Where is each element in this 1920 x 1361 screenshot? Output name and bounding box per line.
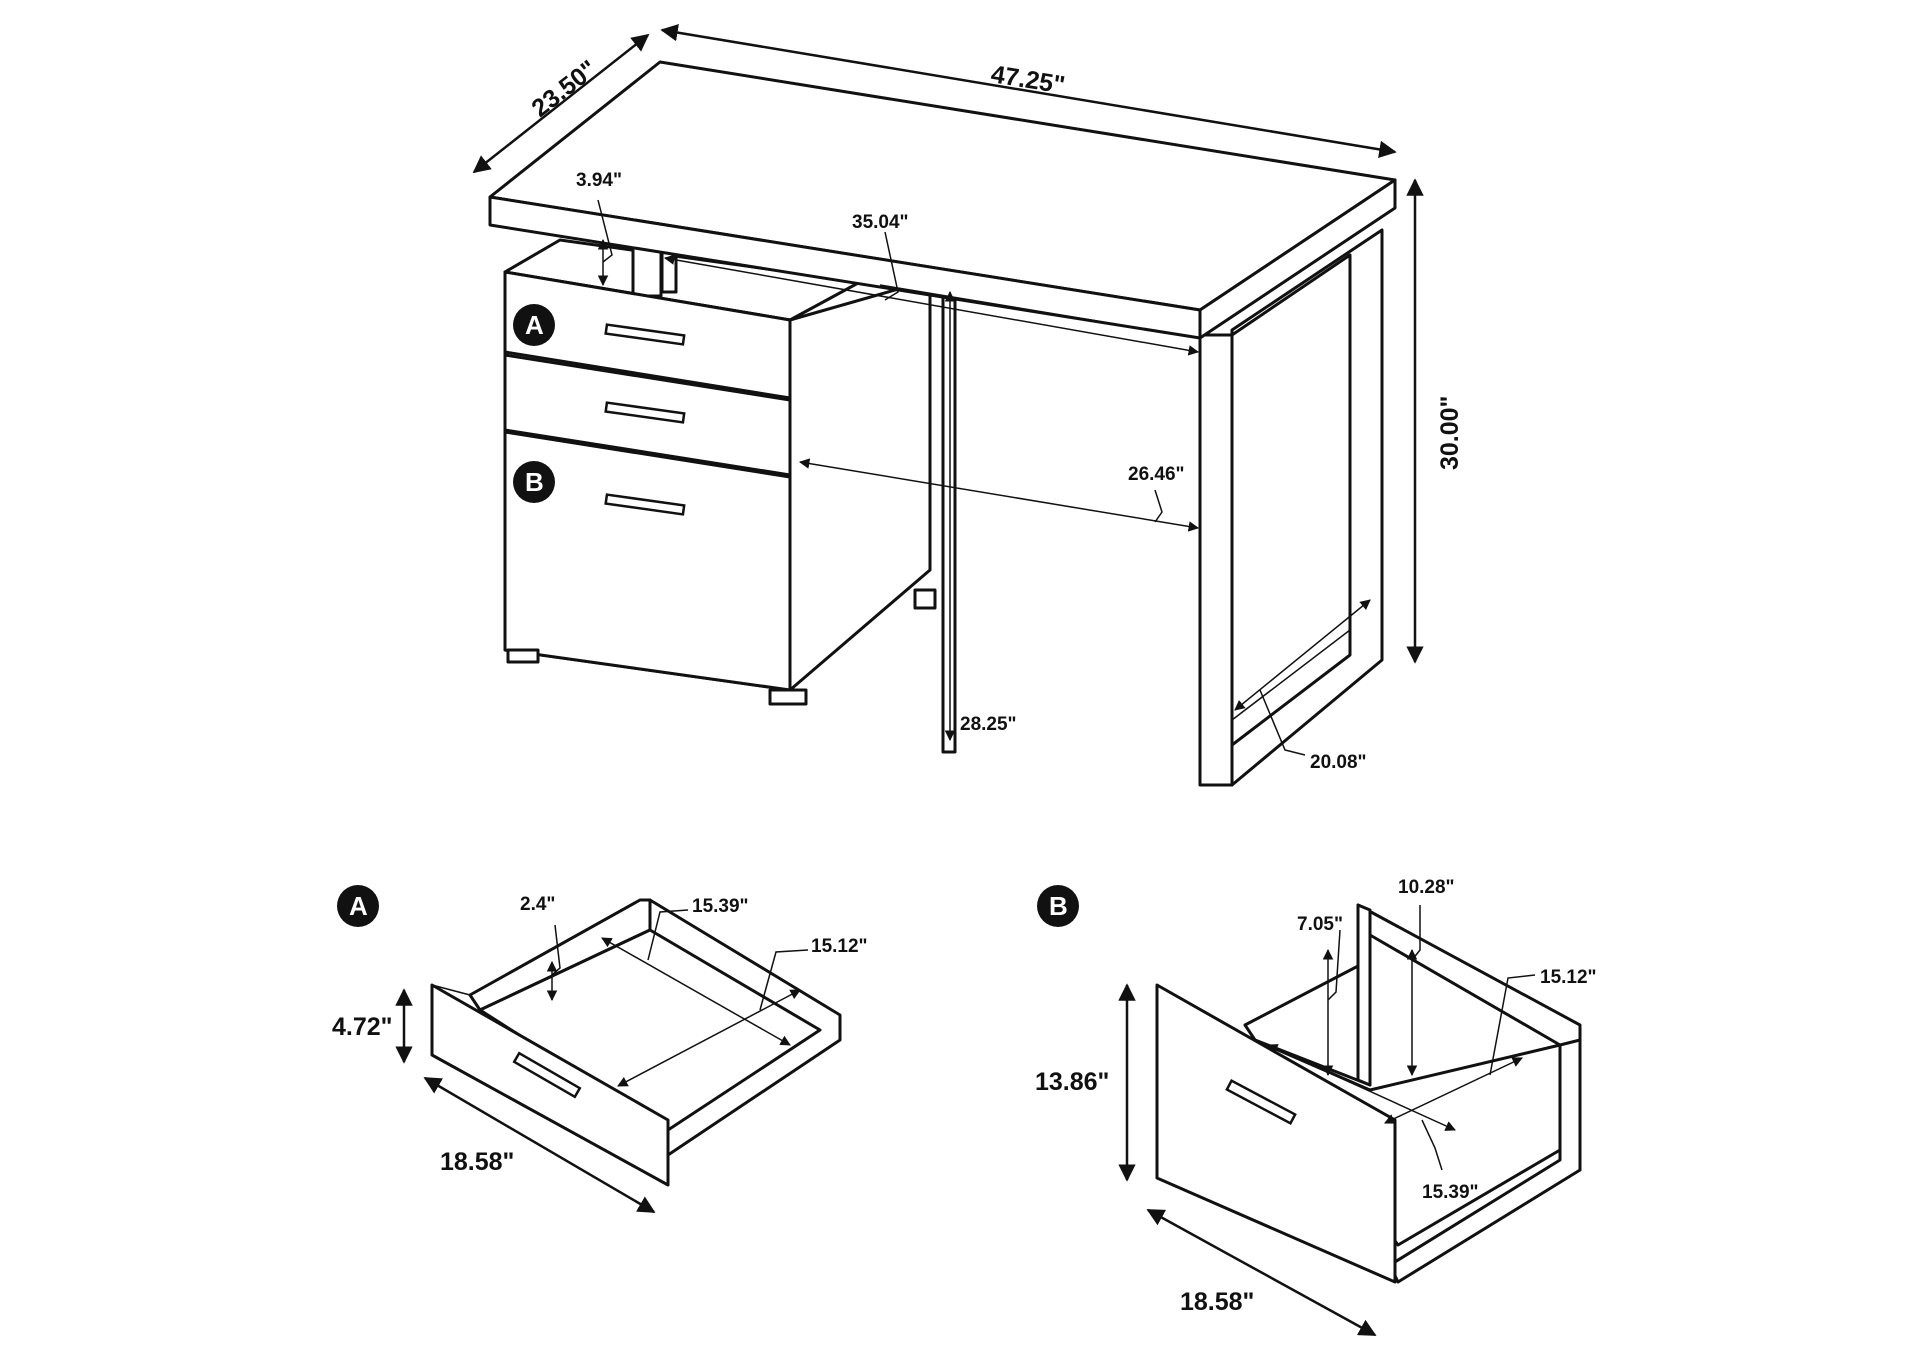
drawer-a-front-top-edge xyxy=(431,984,471,996)
drawer-a-inner-depth-label: 2.4" xyxy=(520,894,555,915)
drawer-a-callout: A xyxy=(513,304,555,346)
cabinet-foot xyxy=(506,648,540,664)
width-dimension-line xyxy=(660,23,1397,159)
desktop-side-edge xyxy=(1198,178,1397,340)
leg-depth-label: 20.08" xyxy=(1310,752,1367,773)
drawer-b-width-dimension xyxy=(1146,1208,1377,1337)
drawer-a-inner-length-dimension xyxy=(617,989,801,1087)
desk-width-label: 47.25" xyxy=(989,60,1067,99)
svg-text:A: A xyxy=(525,310,544,340)
drawer-a-back xyxy=(468,898,652,1012)
cabinet-foot xyxy=(768,688,808,706)
svg-text:A: A xyxy=(349,891,368,921)
drawer-b-inner-width-dimension xyxy=(1267,1044,1456,1131)
desk-depth-label: 23.50" xyxy=(526,55,602,123)
inner-width-dimension-line xyxy=(663,254,1200,356)
leg-clearance-label: 28.25" xyxy=(960,714,1017,735)
top-gap-leader xyxy=(597,199,613,263)
desk-drawing: 23.50" 47.25" 30.00" 3.94" 35.04" 26.46"… xyxy=(472,23,1464,787)
inner-width-leader xyxy=(884,231,899,301)
drawer-a-front-width-label: 18.58" xyxy=(440,1148,514,1176)
drawer-b-inner-depth-label: 7.05" xyxy=(1297,914,1343,935)
drawer-b-rear-upright xyxy=(1356,903,1372,1087)
drawer-a-inner-length-leader xyxy=(759,949,809,1011)
depth-dimension-line xyxy=(472,33,650,174)
kneespace-dimension-line xyxy=(798,458,1200,532)
kneespace-width-label: 26.46" xyxy=(1128,464,1185,485)
drawer-a-inner-depth-leader xyxy=(551,924,561,976)
drawer-b-inner-depth-leader xyxy=(1327,929,1341,1001)
leg-depth-dimension-line xyxy=(1234,599,1371,711)
drawer-a-detail: A 4.72" 18.58" 2.4" 15.39" 15.12" xyxy=(332,885,868,1214)
drawer-b-handle xyxy=(604,493,686,516)
drawer-a-inner-length-label: 15.12" xyxy=(811,936,868,957)
drawer-b-inner-length-leader xyxy=(1489,974,1536,1076)
drawer-b-detail-badge: B xyxy=(1037,885,1079,927)
svg-text:B: B xyxy=(1049,891,1068,921)
drawer-a-width-dimension xyxy=(423,1076,656,1214)
drawer-b-detail: B 13.86" 18.58" 10.28" 7.05" 15.12" 15.3… xyxy=(1035,877,1597,1337)
inner-width-label: 35.04" xyxy=(852,212,909,233)
drawer-b-inner-length-label: 15.12" xyxy=(1540,967,1597,988)
drawer-a-detail-badge: A xyxy=(337,885,379,927)
drawer-b-inner-width-top-leader xyxy=(1411,905,1421,961)
drawer-b-inner-width-top-label: 10.28" xyxy=(1398,877,1455,898)
desk-height-label: 30.00" xyxy=(1436,396,1464,470)
top-support-post xyxy=(631,246,663,298)
left-metal-leg xyxy=(941,288,957,754)
right-leg-front-post xyxy=(1198,333,1234,787)
kneespace-leader xyxy=(1154,489,1163,523)
drawer-b-inner-width-label: 15.39" xyxy=(1422,1182,1479,1203)
drawer-b-front-width-label: 18.58" xyxy=(1180,1288,1254,1316)
drawer-middle-handle xyxy=(604,401,686,424)
drawer-b-inner-width-leader xyxy=(1421,1119,1443,1171)
svg-text:B: B xyxy=(525,467,544,497)
drawer-b-callout: B xyxy=(513,461,555,503)
drawer-b-front-height-label: 13.86" xyxy=(1035,1068,1109,1096)
right-leg-frame xyxy=(1230,228,1384,787)
cabinet-foot xyxy=(913,588,937,610)
drawer-a-front-height-label: 4.72" xyxy=(332,1013,393,1041)
drawer-a-inner-width-leader xyxy=(647,909,689,961)
leg-depth-leader xyxy=(1259,689,1306,756)
drawer-a-inner-width-label: 15.39" xyxy=(692,896,749,917)
top-gap-label: 3.94" xyxy=(576,170,622,191)
cabinet-side-panel xyxy=(788,278,932,692)
